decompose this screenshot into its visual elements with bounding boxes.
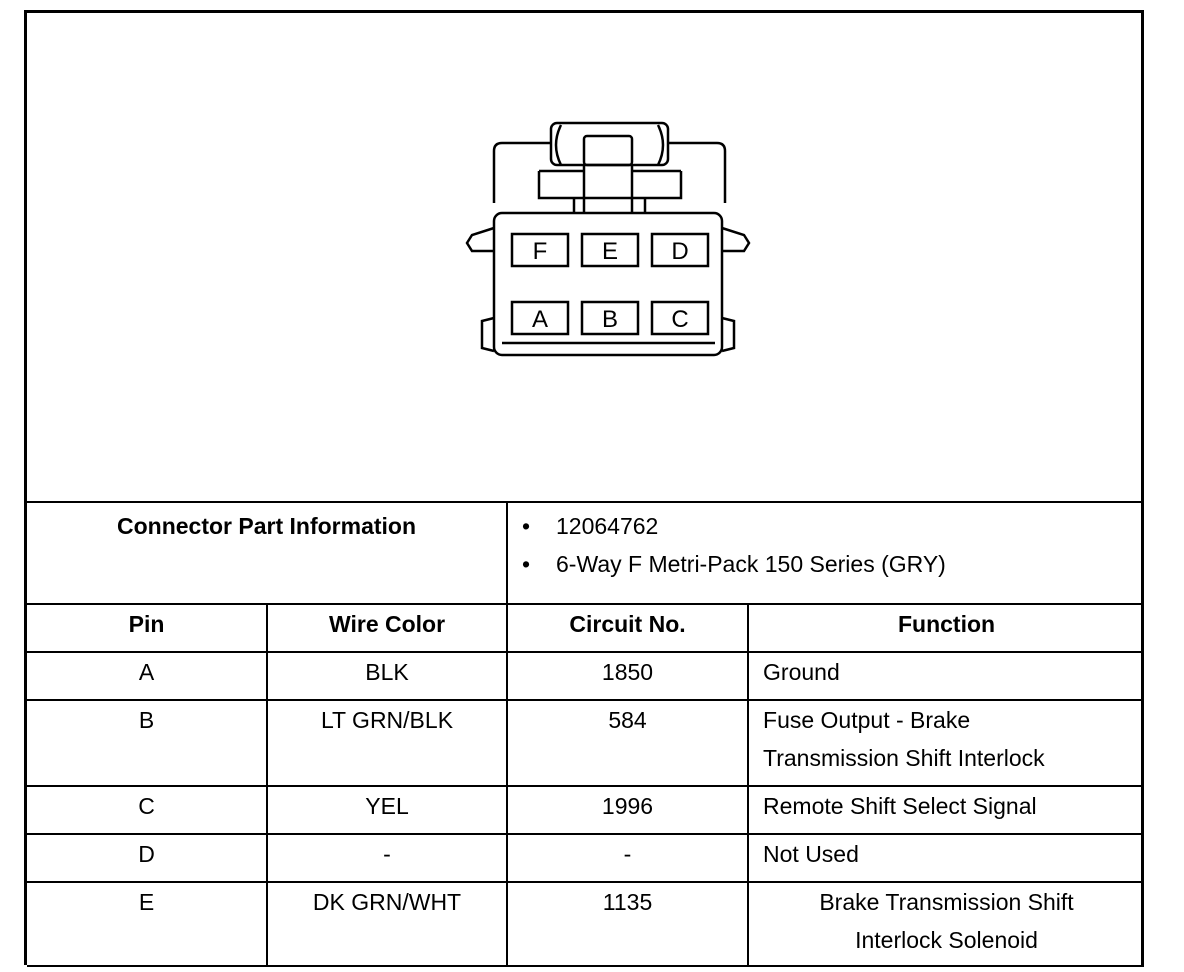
wire-color-cell: LT GRN/BLK — [265, 699, 509, 787]
function-text: Ground — [763, 659, 840, 685]
connector-face-drawing: F E D A B C — [465, 121, 751, 357]
header-function: Function — [747, 603, 1145, 653]
pin-cell: E — [27, 881, 268, 967]
cavity-row-bottom: A B C — [510, 300, 710, 336]
circuit-cell: 1850 — [506, 651, 750, 701]
pin-cell: B — [27, 699, 268, 787]
cavity-row-top: F E D — [510, 232, 710, 268]
pin-cell: A — [27, 651, 268, 701]
function-text-line-2: Interlock Solenoid — [855, 927, 1038, 953]
cavity-label-d: D — [671, 238, 688, 265]
cavity-a — [510, 300, 570, 336]
cavity-d — [650, 232, 710, 268]
circuit-cell: 1996 — [506, 785, 750, 835]
connector-housing-outline — [465, 121, 751, 357]
function-text: Remote Shift Select Signal — [763, 793, 1037, 819]
part-number-item: • 12064762 — [522, 507, 1130, 545]
header-wire-color: Wire Color — [265, 603, 509, 653]
function-text: Not Used — [763, 841, 859, 867]
function-cell: Remote Shift Select Signal — [747, 785, 1145, 835]
cavity-c — [650, 300, 710, 336]
cavity-label-f: F — [533, 238, 548, 265]
function-cell: Ground — [747, 651, 1145, 701]
function-cell: Brake Transmission Shift Interlock Solen… — [747, 881, 1145, 967]
table-row: B LT GRN/BLK 584 Fuse Output - Brake Tra… — [27, 699, 1145, 787]
cavity-label-a: A — [532, 306, 548, 333]
bullet: • — [522, 513, 531, 539]
connector-end-view-frame: F E D A B C Connector Part Information • — [24, 10, 1145, 967]
function-cell: Not Used — [747, 833, 1145, 883]
connector-face — [492, 211, 724, 357]
circuit-cell: - — [506, 833, 750, 883]
header-pin: Pin — [27, 603, 268, 653]
wire-color-cell: - — [265, 833, 509, 883]
part-info-row: Connector Part Information • 12064762 • … — [27, 501, 1145, 605]
wire-color-cell: BLK — [265, 651, 509, 701]
part-info-label: Connector Part Information — [27, 501, 509, 605]
table-row: A BLK 1850 Ground — [27, 651, 1145, 701]
header-circuit-no: Circuit No. — [506, 603, 750, 653]
function-text-line-1: Fuse Output - Brake — [763, 707, 971, 733]
circuit-cell: 1135 — [506, 881, 750, 967]
pin-cell: C — [27, 785, 268, 835]
connector-description-item: • 6-Way F Metri-Pack 150 Series (GRY) — [522, 545, 1130, 583]
part-number: 12064762 — [556, 513, 659, 539]
connector-diagram-area: F E D A B C — [27, 13, 1144, 502]
function-text-line-2: Transmission Shift Interlock — [763, 745, 1045, 771]
part-info-values: • 12064762 • 6-Way F Metri-Pack 150 Seri… — [506, 501, 1145, 605]
wire-color-cell: YEL — [265, 785, 509, 835]
cavity-label-c: C — [671, 306, 688, 333]
latch-tab — [549, 121, 670, 167]
cavity-label-e: E — [602, 238, 618, 265]
connector-description: 6-Way F Metri-Pack 150 Series (GRY) — [556, 551, 946, 577]
wire-color-cell: DK GRN/WHT — [265, 881, 509, 967]
function-text-line-1: Brake Transmission Shift — [819, 889, 1074, 915]
cavity-b — [580, 300, 640, 336]
function-cell: Fuse Output - Brake Transmission Shift I… — [747, 699, 1145, 787]
table-header-row: Pin Wire Color Circuit No. Function — [27, 603, 1145, 653]
cavity-label-b: B — [602, 306, 618, 333]
bullet: • — [522, 551, 531, 577]
table-row: E DK GRN/WHT 1135 Brake Transmission Shi… — [27, 881, 1145, 967]
connector-pinout-table: Connector Part Information • 12064762 • … — [27, 501, 1145, 967]
pin-cell: D — [27, 833, 268, 883]
table-row: D - - Not Used — [27, 833, 1145, 883]
circuit-cell: 584 — [506, 699, 750, 787]
cavity-e — [580, 232, 640, 268]
table-row: C YEL 1996 Remote Shift Select Signal — [27, 785, 1145, 835]
cavity-f — [510, 232, 570, 268]
